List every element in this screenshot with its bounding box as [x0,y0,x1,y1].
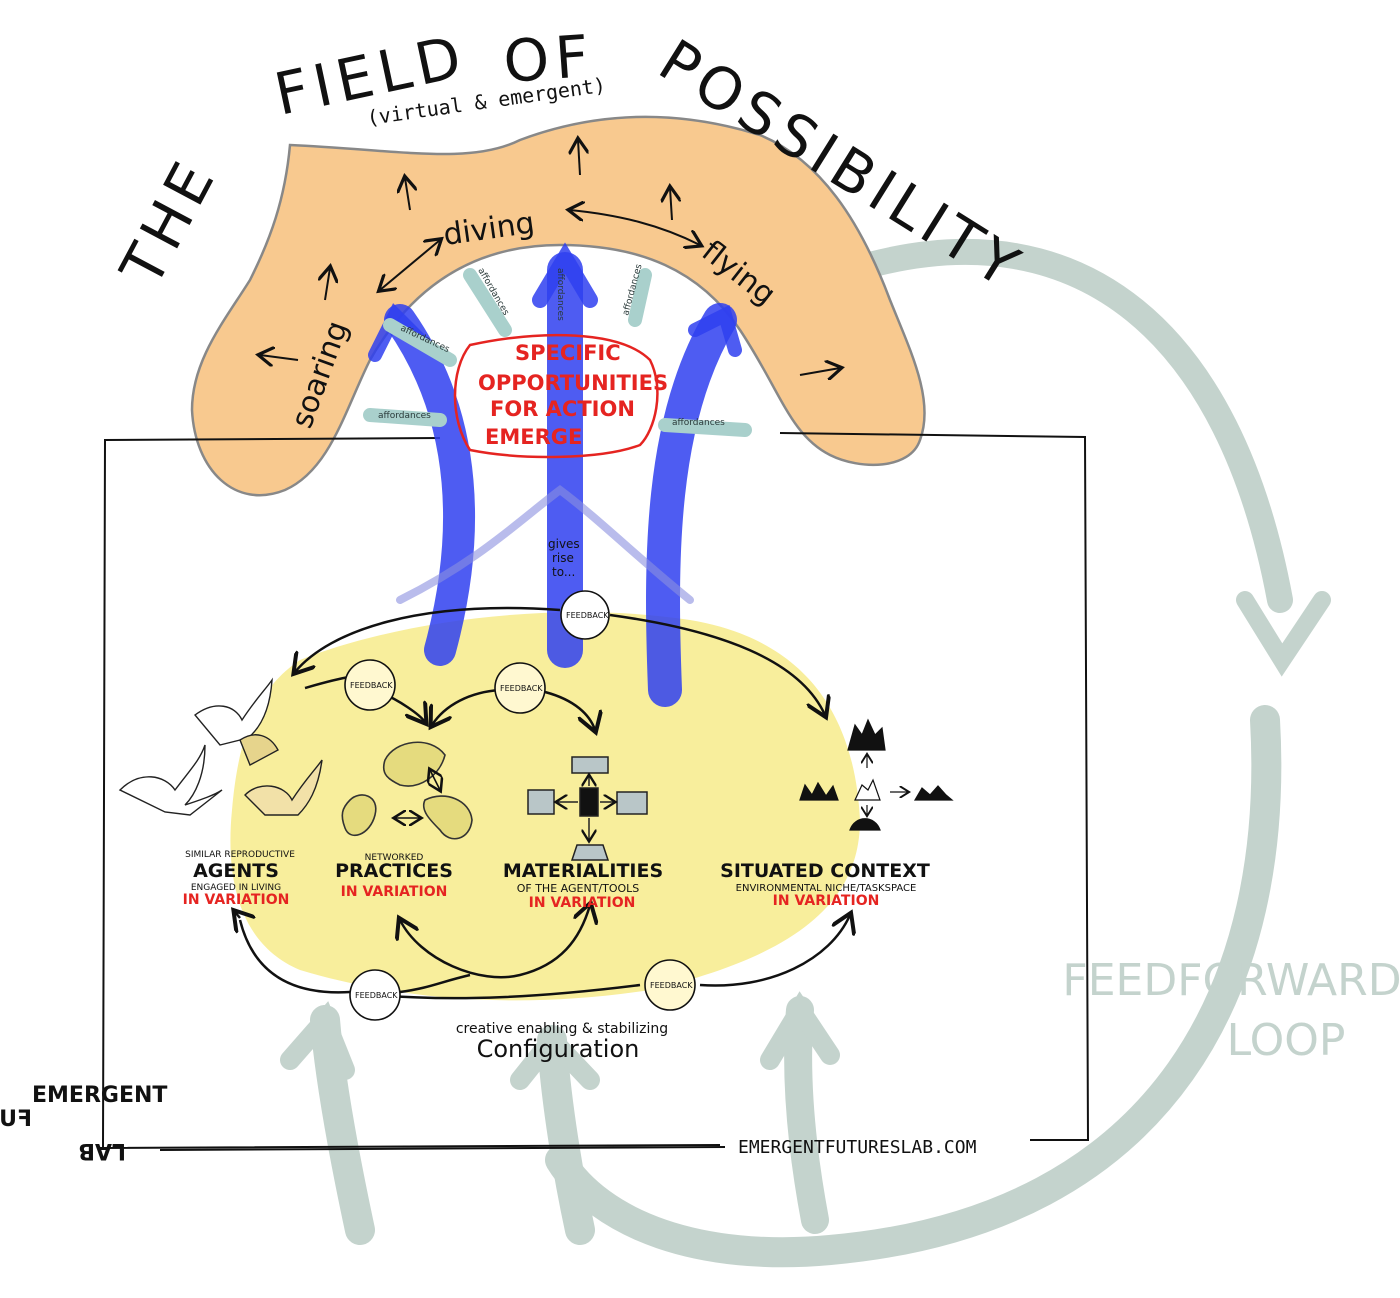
affordance-label: affordances [378,411,431,421]
feedforward-loop-arc [280,238,1331,1268]
svg-text:LAB: LAB [78,1138,126,1163]
feedback-label: FEEDBACK [500,684,543,693]
materialities-title: MATERIALITIES [503,860,663,882]
agents-birds-illustration [118,677,323,816]
opportunities-line4: EMERGE [485,425,582,449]
opportunities-bubble [453,333,659,459]
opportunities-line2: OPPORTUNITIES [478,371,668,395]
title-of: OF [501,22,597,96]
affordance-label: affordances [672,418,725,428]
affordance-arrows [363,268,752,437]
site-url: EMERGENTFUTURESLAB.COM [738,1137,977,1158]
materialities-illustration [527,756,648,861]
practices-variation: IN VARIATION [341,884,448,900]
field-of-possibility-shape [190,115,926,497]
context-title: SITUATED CONTEXT [720,860,930,882]
svg-text:EMERGENT: EMERGENT [32,1083,167,1108]
feedback-label: FEEDBACK [650,981,693,990]
field-arrows [260,140,840,375]
emergent-futures-lab-logo: EMERGENT FUTURES LAB [0,1083,167,1163]
agents-variation: IN VARIATION [183,892,290,908]
materialities-sub: OF THE AGENT/TOOLS [517,882,640,895]
bottom-frame-line [159,1146,726,1151]
agents-title: AGENTS [193,860,279,882]
gives-rise-line2: rise [552,551,574,565]
materialities-variation: IN VARIATION [529,895,636,911]
context-sub: ENVIRONMENTAL NICHE/TASKSPACE [736,883,917,894]
feedback-label: FEEDBACK [566,611,609,620]
affordance-label: affordances [555,268,565,321]
gives-rise-line1: gives [548,537,580,551]
blue-arrows [368,242,742,707]
feedback-arrows [235,606,850,1000]
feedback-label: FEEDBACK [350,681,393,690]
svg-text:FUTURES: FUTURES [0,1107,32,1132]
feedforward-line1: FEEDFORWARD [1062,955,1400,1006]
title-the: THE [107,147,230,298]
configuration-title: Configuration [477,1035,640,1063]
feedforward-line2: LOOP [1227,1015,1346,1066]
practices-title: PRACTICES [335,860,453,882]
configuration-pre: creative enabling & stabilizing [456,1021,668,1037]
configuration-frame [101,432,1090,1150]
practices-knot-illustration [341,741,473,840]
opportunities-line1: SPECIFIC [515,341,621,365]
agents-sub: ENGAGED IN LIVING [191,883,281,893]
opportunities-line3: FOR ACTION [490,397,635,421]
feedback-label: FEEDBACK [355,991,398,1000]
context-variation: IN VARIATION [773,893,880,909]
gives-rise-line3: to... [552,565,575,579]
situated-context-illustration [799,718,954,831]
feedback-circles [344,590,696,1021]
agents-pre: SIMILAR REPRODUCTIVE [185,850,295,860]
practices-pre: NETWORKED [365,853,424,863]
